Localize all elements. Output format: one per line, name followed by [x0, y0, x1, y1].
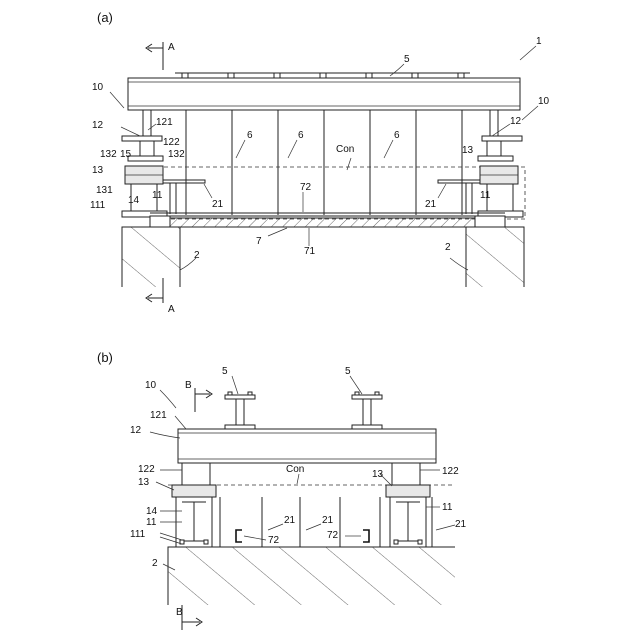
label-b-121: 121 — [150, 410, 167, 421]
label-b-111: 111 — [130, 529, 146, 540]
label-11-left: 11 — [152, 190, 163, 201]
label-6-a: 6 — [247, 130, 253, 141]
label-b-72-right: 72 — [327, 530, 339, 541]
label-131: 131 — [96, 185, 113, 196]
label-2-right: 2 — [445, 242, 451, 253]
bottom-formwork — [150, 213, 505, 227]
label-121: 121 — [156, 117, 173, 128]
section-b-label-bottom: B — [176, 607, 183, 618]
label-111: 111 — [90, 200, 106, 211]
label-b-con: Con — [286, 464, 304, 475]
section-a-label-bottom: A — [168, 304, 175, 315]
label-1: 1 — [536, 36, 542, 47]
section-arrow-top: A — [146, 42, 175, 70]
vertical-rebars — [186, 110, 462, 215]
top-beam — [128, 73, 520, 110]
label-b-122-right: 122 — [442, 466, 459, 477]
label-2-left: 2 — [194, 250, 200, 261]
label-b-72-left: 72 — [268, 535, 280, 546]
label-10-left: 10 — [92, 82, 104, 93]
label-b-21-b: 21 — [322, 515, 334, 526]
label-b-13-left: 13 — [138, 477, 150, 488]
label-b-122-left: 122 — [138, 464, 155, 475]
jack-13-right — [386, 485, 430, 497]
label-6-c: 6 — [394, 130, 400, 141]
label-b-21-c: 21 — [455, 519, 467, 530]
label-122: 122 — [163, 137, 180, 148]
label-b-5-left: 5 — [222, 366, 228, 377]
label-b-11-right: 11 — [442, 502, 453, 513]
left-pier — [122, 227, 180, 287]
label-12-left: 12 — [92, 120, 104, 131]
label-6-b: 6 — [298, 130, 304, 141]
label-132-right: 132 — [168, 149, 185, 160]
label-b-13-right: 13 — [372, 469, 384, 480]
concrete-outline — [150, 167, 525, 219]
label-b-11-left: 11 — [146, 517, 157, 528]
section-a-label-top: A — [168, 42, 175, 53]
column-11-right — [390, 497, 426, 547]
right-pier — [466, 227, 524, 287]
label-14: 14 — [128, 195, 140, 206]
label-b-12: 12 — [130, 425, 142, 436]
section-b-arrow-bottom: B — [176, 605, 202, 630]
jack-13-left — [172, 485, 216, 497]
label-21-right: 21 — [425, 199, 437, 210]
i-beam-left — [225, 392, 255, 429]
label-132-left: 132 — [100, 149, 117, 160]
crossbeam — [178, 429, 436, 463]
label-b-21-a: 21 — [284, 515, 296, 526]
label-13-right: 13 — [462, 145, 474, 156]
label-con-a: Con — [336, 144, 354, 155]
channel-72-right — [363, 530, 369, 542]
label-15: 15 — [120, 149, 132, 160]
section-b-arrow-top: B — [185, 380, 212, 412]
figure-b: (b) B B — [97, 350, 467, 630]
label-7: 7 — [256, 236, 262, 247]
block-122-left — [182, 463, 210, 485]
label-13-left: 13 — [92, 165, 104, 176]
ground-b — [168, 547, 455, 605]
label-10-right: 10 — [538, 96, 550, 107]
figure-b-caption: (b) — [97, 350, 113, 365]
label-11-right: 11 — [480, 190, 491, 201]
label-b-2: 2 — [152, 558, 158, 569]
figure-a: (a) A A — [90, 10, 550, 315]
label-12-right: 12 — [510, 116, 522, 127]
label-21-left: 21 — [212, 199, 224, 210]
label-b-10: 10 — [145, 380, 157, 391]
section-b-label-top: B — [185, 380, 192, 391]
channel-72-left — [236, 530, 242, 542]
block-122-right — [392, 463, 420, 485]
label-72: 72 — [300, 182, 312, 193]
i-beam-right — [352, 392, 382, 429]
figure-a-caption: (a) — [97, 10, 113, 25]
label-b-5-right: 5 — [345, 366, 351, 377]
label-71: 71 — [304, 246, 316, 257]
label-5: 5 — [404, 54, 410, 65]
label-b-14: 14 — [146, 506, 158, 517]
